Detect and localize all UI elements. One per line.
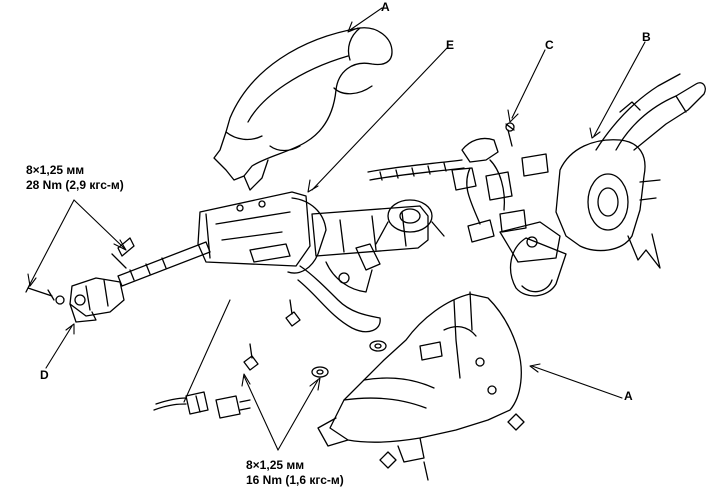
lower-connector bbox=[153, 391, 251, 419]
torque-spec-upper: 8×1,25 мм 28 Nm (2,9 кгс-м) bbox=[26, 163, 124, 193]
leader-lines bbox=[27, 7, 646, 451]
column-bolts bbox=[243, 299, 525, 481]
lower-column-cover bbox=[317, 291, 522, 463]
callout-e: E bbox=[446, 38, 455, 52]
combination-switch bbox=[499, 73, 706, 297]
callout-d: D bbox=[40, 368, 49, 382]
universal-joint bbox=[25, 237, 135, 323]
torque-spec-lower-value: 16 Nm (1,6 кгс-м) bbox=[246, 473, 344, 487]
callout-c: C bbox=[545, 38, 554, 52]
callout-a-top: A bbox=[381, 0, 390, 14]
callout-b: B bbox=[642, 30, 651, 44]
torque-spec-upper-size: 8×1,25 мм bbox=[26, 163, 85, 177]
wire-harness bbox=[367, 122, 549, 243]
callout-a-bottom: A bbox=[624, 389, 633, 403]
upper-column-cover bbox=[213, 27, 393, 191]
torque-spec-lower-size: 8×1,25 мм bbox=[246, 458, 305, 472]
steering-column bbox=[117, 191, 445, 333]
torque-spec-lower: 8×1,25 мм 16 Nm (1,6 кгс-м) bbox=[246, 458, 344, 488]
torque-spec-upper-value: 28 Nm (2,9 кгс-м) bbox=[26, 178, 124, 192]
